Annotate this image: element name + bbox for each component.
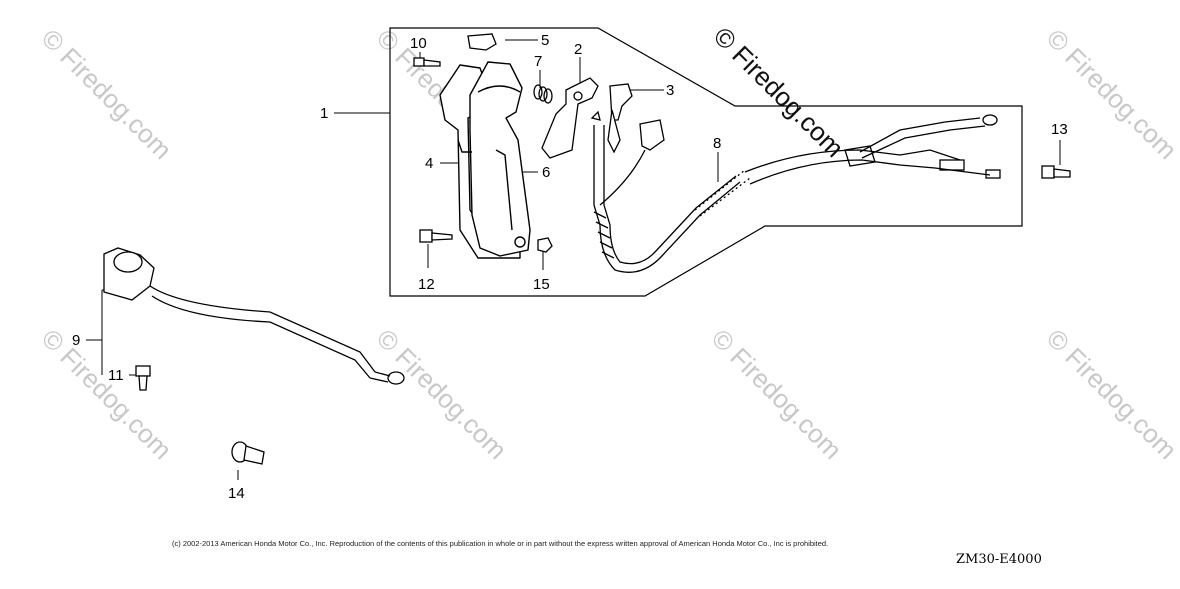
grommet xyxy=(467,33,497,51)
nut-15 xyxy=(537,237,553,253)
watermark-7: © Firedog.com xyxy=(1041,323,1180,465)
diagram-code: ZM30-E4000 xyxy=(956,552,1042,567)
watermark-1: © Firedog.com xyxy=(36,23,178,165)
callout-1: 1 xyxy=(320,105,328,122)
screw-14 xyxy=(231,441,265,465)
callout-labels: 1 2 3 4 5 6 7 8 9 10 11 12 13 14 15 xyxy=(72,32,1068,502)
screw-12 xyxy=(419,229,453,243)
callout-11: 11 xyxy=(108,367,124,384)
screw-13 xyxy=(1041,165,1071,179)
copyright-notice: (c) 2002-2013 American Honda Motor Co., … xyxy=(172,539,829,548)
screw-10 xyxy=(413,57,441,67)
callout-6: 6 xyxy=(542,164,550,181)
watermark-group: © Firedog.com © Firedog.com © Firedog.co… xyxy=(36,21,1180,465)
callout-13: 13 xyxy=(1051,121,1068,138)
watermark-3: © Firedog.com xyxy=(1041,23,1180,165)
watermark-4: © Firedog.com xyxy=(36,323,178,465)
spring xyxy=(533,84,553,104)
callout-3: 3 xyxy=(666,82,674,99)
wire-harness xyxy=(593,114,1001,273)
screw-11 xyxy=(135,365,151,391)
cable-9 xyxy=(103,247,405,385)
callout-7: 7 xyxy=(534,53,542,70)
connector xyxy=(590,110,665,151)
callout-4: 4 xyxy=(425,155,433,172)
callout-15: 15 xyxy=(533,276,550,293)
handle-housing xyxy=(439,61,531,259)
watermark-main: © Firedog.com xyxy=(708,21,850,163)
stop-switch xyxy=(607,83,633,154)
callout-2: 2 xyxy=(574,41,582,58)
assembly-outline xyxy=(389,27,1023,297)
callout-14: 14 xyxy=(228,485,245,502)
watermark-6: © Firedog.com xyxy=(706,323,848,465)
callout-9: 9 xyxy=(72,332,80,349)
callout-12: 12 xyxy=(418,276,435,293)
callout-5: 5 xyxy=(541,32,549,49)
callout-8: 8 xyxy=(713,135,721,152)
throttle-lever xyxy=(541,77,599,159)
callout-10: 10 xyxy=(410,35,427,52)
watermark-5: © Firedog.com xyxy=(371,323,513,465)
